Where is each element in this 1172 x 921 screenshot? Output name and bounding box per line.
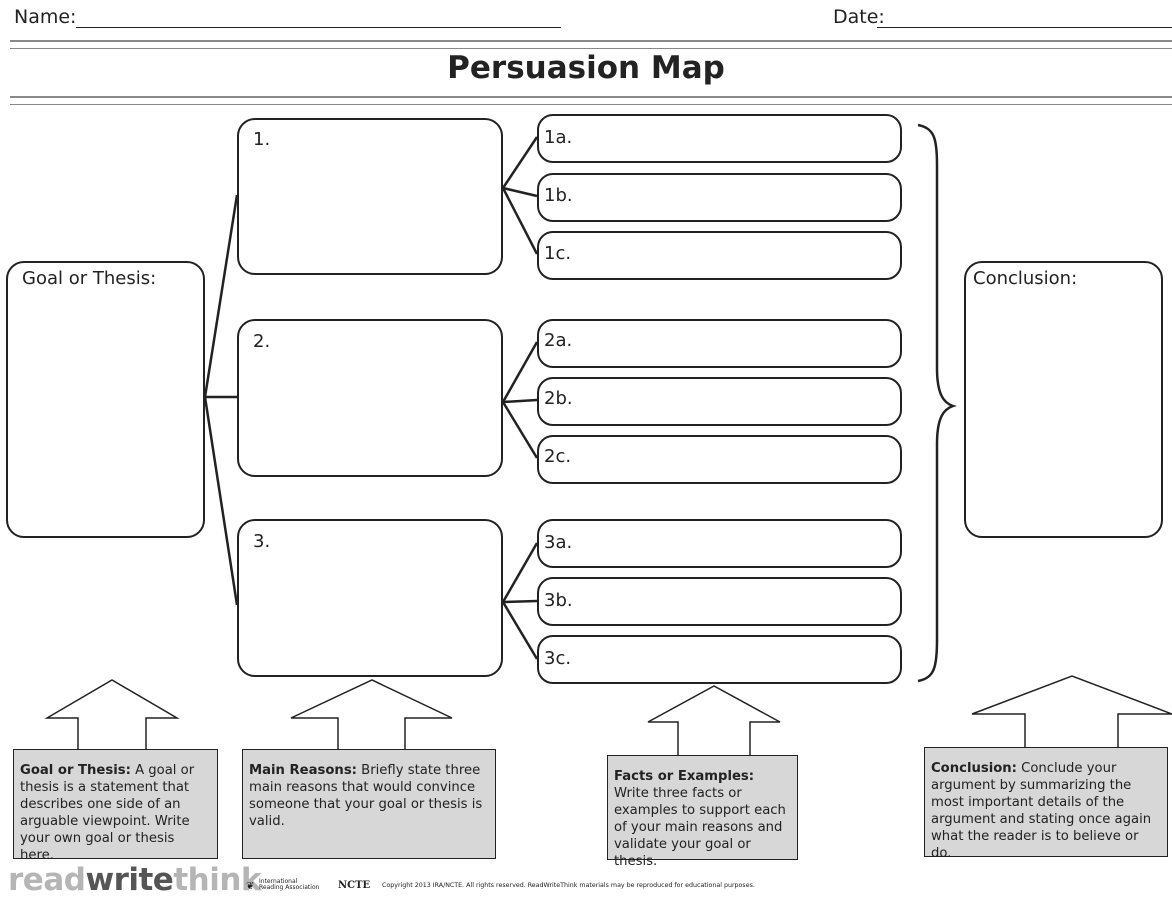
note-facts-body: Write three facts or examples to support… [614, 786, 786, 869]
note-conclusion-body: Conclude your argument by summarizing th… [931, 761, 1152, 861]
connector-line-2c [501, 401, 539, 459]
date-line[interactable] [877, 27, 1172, 28]
fact-box-1c[interactable] [537, 231, 902, 280]
fact-label-3a: 3a. [544, 532, 573, 553]
ira-icon: ❦ [246, 881, 255, 892]
note-reasons-head: Main Reasons: [249, 763, 357, 778]
note-conclusion: Conclusion: Conclude your argument by su… [924, 747, 1168, 861]
note-thesis-body: A goal or thesis is a statement that des… [20, 763, 195, 863]
conclusion-label: Conclusion: [973, 268, 1078, 289]
connector-line-1 [203, 194, 239, 398]
fact-label-1c: 1c. [544, 243, 572, 264]
note-reasons-body: Briefly state three main reasons that wo… [249, 763, 483, 829]
curly-bracket [917, 123, 957, 683]
note-facts: Facts or Examples: Write three facts or … [607, 755, 798, 869]
thesis-label: Goal or Thesis: [22, 268, 157, 289]
connector-line-3a [501, 542, 539, 603]
fact-box-2c[interactable] [537, 435, 902, 484]
connector-line-1c [501, 187, 539, 255]
thesis-box[interactable] [6, 261, 205, 538]
note-thesis-head: Goal or Thesis: [20, 763, 131, 778]
fact-label-3c: 3c. [544, 648, 572, 669]
fact-box-2a[interactable] [537, 319, 902, 368]
title-rule-top [10, 40, 1172, 49]
reason-label-3: 3. [253, 531, 271, 552]
connector-line-3c [501, 601, 539, 660]
ira-logo: International Reading Association [259, 879, 319, 891]
fact-label-2b: 2b. [544, 388, 573, 409]
ira-line2: Reading Association [259, 884, 320, 891]
fact-label-3b: 3b. [544, 590, 573, 611]
reason-box-3[interactable] [237, 519, 503, 677]
fact-box-3a[interactable] [537, 519, 902, 568]
reason-label-2: 2. [253, 331, 271, 352]
reason-label-1: 1. [253, 129, 271, 150]
fact-box-1b[interactable] [537, 173, 902, 222]
ncte-logo: NCTE [338, 880, 371, 891]
reason-box-1[interactable] [237, 118, 503, 275]
connector-line-2b [502, 398, 538, 404]
connector-line-3 [203, 396, 239, 606]
note-thesis: Goal or Thesis: A goal or thesis is a st… [13, 749, 218, 863]
reason-box-2[interactable] [237, 319, 503, 477]
fact-label-1b: 1b. [544, 185, 573, 206]
copyright-text: Copyright 2013 IRA/NCTE. All rights rese… [382, 882, 755, 889]
arrow-facts-shape [647, 685, 781, 757]
note-reasons: Main Reasons: Briefly state three main r… [242, 749, 496, 859]
ira-line1: International [259, 878, 298, 885]
connector-line-2a [501, 341, 539, 403]
fact-box-3b[interactable] [537, 577, 902, 626]
page-title: Persuasion Map [447, 50, 725, 86]
fact-label-2c: 2c. [544, 446, 572, 467]
note-conclusion-head: Conclusion: [931, 761, 1017, 776]
fact-label-2a: 2a. [544, 330, 573, 351]
connector-line-1b [502, 186, 538, 198]
note-facts-head: Facts or Examples: [614, 769, 755, 784]
conclusion-box[interactable] [964, 261, 1163, 538]
connector-line-1a [501, 136, 539, 189]
fact-box-2b[interactable] [537, 377, 902, 426]
arrow-thesis-shape [44, 679, 180, 751]
connector-line-3b [502, 599, 538, 604]
readwritethink-logo: readwritethink [8, 862, 262, 898]
logo-write: write [85, 862, 174, 898]
arrow-conclusion-shape [971, 675, 1172, 749]
logo-read: read [8, 862, 86, 898]
name-line[interactable] [76, 27, 561, 28]
fact-label-1a: 1a. [544, 127, 573, 148]
name-label: Name: [14, 6, 77, 28]
logo-think: think [173, 862, 262, 898]
title-rule-bottom [10, 96, 1172, 105]
arrow-reasons-shape [290, 679, 453, 751]
fact-box-3c[interactable] [537, 635, 902, 684]
date-label: Date: [833, 6, 885, 28]
fact-box-1a[interactable] [537, 114, 902, 163]
